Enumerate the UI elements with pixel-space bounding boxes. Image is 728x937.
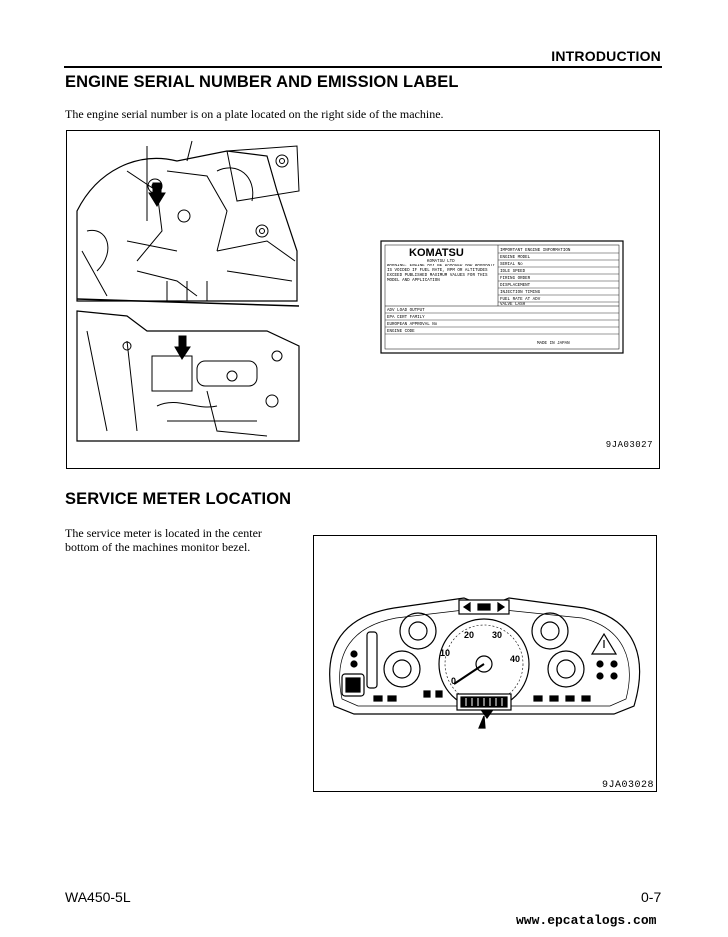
section1-text: The engine serial number is on a plate l… (65, 107, 444, 121)
plate-field-5: DISPLACEMENT (500, 284, 531, 288)
plate-field-1: ENGINE MODEL (500, 256, 531, 260)
header-rule (64, 66, 662, 68)
figure1-id: 9JA03027 (605, 440, 653, 450)
plate-field-4: FIRING ORDER (500, 277, 531, 281)
plate-heading: IMPORTANT ENGINE INFORMATION (500, 249, 571, 253)
emission-label-plate: KOMATSU KOMATSU LTD IMPORTANT ENGINE INF… (380, 240, 624, 354)
gauge-label-20: 20 (464, 630, 474, 640)
engine-figure: KOMATSU KOMATSU LTD IMPORTANT ENGINE INF… (66, 130, 660, 469)
plate-row-1: ADV LOAD OUTPUT (387, 309, 425, 313)
plate-row-3: EUROPEAN APPROVAL No (387, 323, 438, 327)
plate-warning: WARNING: ENGINE MAY BE DAMAGED AND WARRA… (387, 264, 496, 283)
plate-field-7: FUEL RATE AT ADV (500, 298, 541, 302)
gauge-label-10: 10 (440, 648, 450, 658)
gauge-label-30: 30 (492, 630, 502, 640)
watermark-link[interactable]: www.epcatalogs.com (516, 913, 657, 928)
gauge-label-40: 40 (510, 654, 520, 664)
plate-field-6: INJECTION TIMING (500, 291, 541, 295)
footer-model: WA450-5L (65, 889, 131, 905)
plate-row-4: ENGINE CODE (387, 330, 415, 334)
section1-title: ENGINE SERIAL NUMBER AND EMISSION LABEL (65, 73, 459, 91)
plate-brand-sub: KOMATSU LTD (427, 260, 455, 264)
footer-page-number: 0-7 (641, 889, 662, 905)
section2-text-line2: bottom of the machines monitor bezel. (65, 540, 251, 554)
plate-made-in: MADE IN JAPAN (537, 342, 570, 346)
plate-field-2: SERIAL No (500, 263, 523, 267)
monitor-bezel-illustration: 10 20 30 40 0 (329, 597, 641, 729)
section2-text-line1: The service meter is located in the cent… (65, 526, 262, 540)
gauge-label-0: 0 (451, 676, 456, 686)
plate-field-3: IDLE SPEED (500, 270, 526, 274)
plate-field-8: VALVE LASH (500, 303, 526, 307)
monitor-figure: 10 20 30 40 0 9JA03028 (313, 535, 657, 792)
plate-brand: KOMATSU (409, 247, 464, 259)
section-header: INTRODUCTION (551, 48, 661, 64)
section2-title: SERVICE METER LOCATION (65, 490, 292, 508)
figure2-id: 9JA03028 (601, 780, 654, 791)
plate-row-2: EPA CERT FAMILY (387, 316, 425, 320)
engine-illustration: KOMATSU KOMATSU LTD IMPORTANT ENGINE INF… (76, 140, 624, 442)
